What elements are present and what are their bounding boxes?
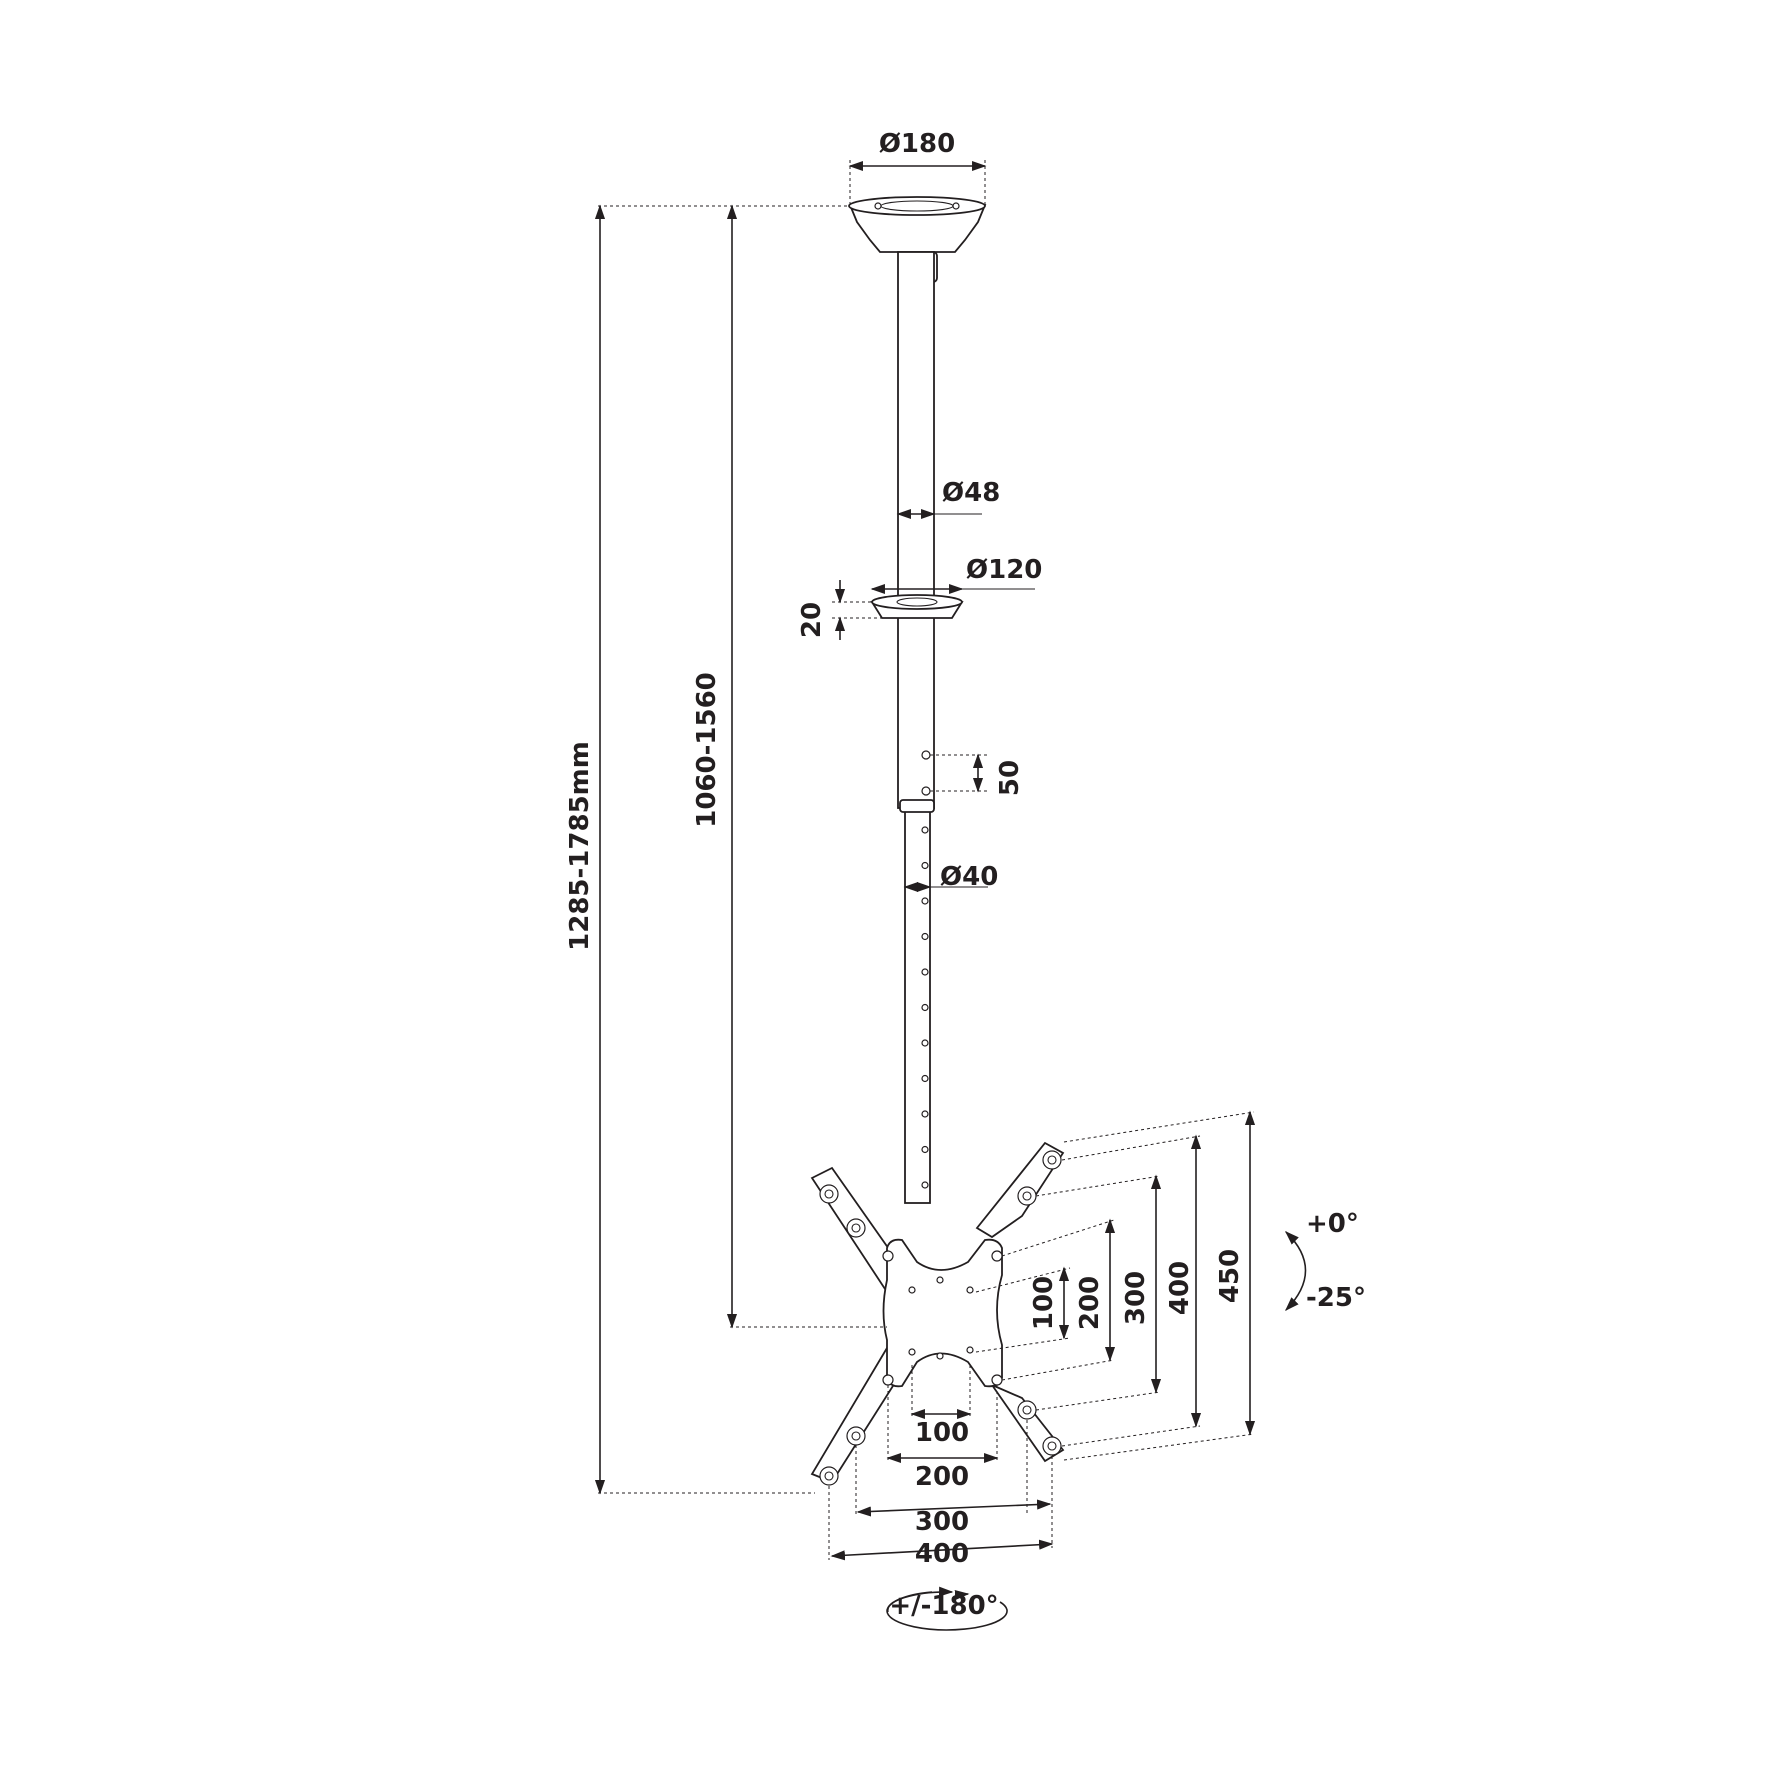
adjustment-hole — [921, 1003, 929, 1012]
dimension-lines — [594, 160, 1307, 1631]
label-upper-pole-diameter: Ø48 — [942, 478, 1000, 508]
adjustment-hole — [921, 826, 929, 834]
label-vesa-h-400: 400 — [915, 1539, 969, 1569]
label-tilt-up: +0° — [1306, 1209, 1359, 1239]
label-vesa-v-400: 400 — [1165, 1261, 1195, 1315]
label-vesa-h-100: 100 — [915, 1418, 969, 1448]
fixing-hole-bottom — [921, 786, 931, 796]
adjustment-hole — [921, 932, 929, 941]
adjustment-hole — [921, 1145, 929, 1154]
adjustment-hole — [921, 968, 929, 976]
upper-pole — [897, 251, 935, 809]
label-vesa-v-200: 200 — [1075, 1276, 1105, 1330]
adjustment-hole — [921, 897, 929, 905]
adjustment-hole — [921, 861, 929, 870]
adjustment-hole — [921, 1074, 929, 1083]
label-base-diameter: Ø180 — [879, 129, 955, 159]
mount-illustration — [810, 196, 1065, 1486]
label-tilt-down: -25° — [1306, 1283, 1366, 1313]
lower-pole — [899, 799, 935, 1204]
label-vesa-v-300: 300 — [1121, 1271, 1151, 1325]
label-pole-length: 1060-1560 — [692, 672, 722, 828]
label-total-height: 1285-1785mm — [565, 741, 595, 951]
label-cover-diameter: Ø120 — [966, 555, 1042, 585]
adjustment-holes — [921, 826, 929, 1189]
dimension-labels: Ø180 Ø48 Ø120 20 50 Ø40 1285-1785mm 1060… — [565, 129, 1366, 1621]
adjustment-hole — [921, 1181, 929, 1189]
vesa-plate — [810, 1141, 1065, 1486]
label-vesa-h-300: 300 — [915, 1507, 969, 1537]
label-cover-height: 20 — [797, 602, 827, 638]
cover-ring — [870, 594, 964, 619]
label-vesa-v-450: 450 — [1215, 1249, 1245, 1303]
label-hole-spacing: 50 — [995, 760, 1025, 796]
label-lower-pole-diameter: Ø40 — [940, 862, 998, 892]
label-vesa-v-100: 100 — [1029, 1276, 1059, 1330]
label-vesa-h-200: 200 — [915, 1462, 969, 1492]
adjustment-hole — [921, 1110, 929, 1118]
fixing-hole-top — [921, 750, 931, 760]
adjustment-hole — [921, 1039, 929, 1047]
label-swivel: +/-180° — [889, 1591, 998, 1621]
